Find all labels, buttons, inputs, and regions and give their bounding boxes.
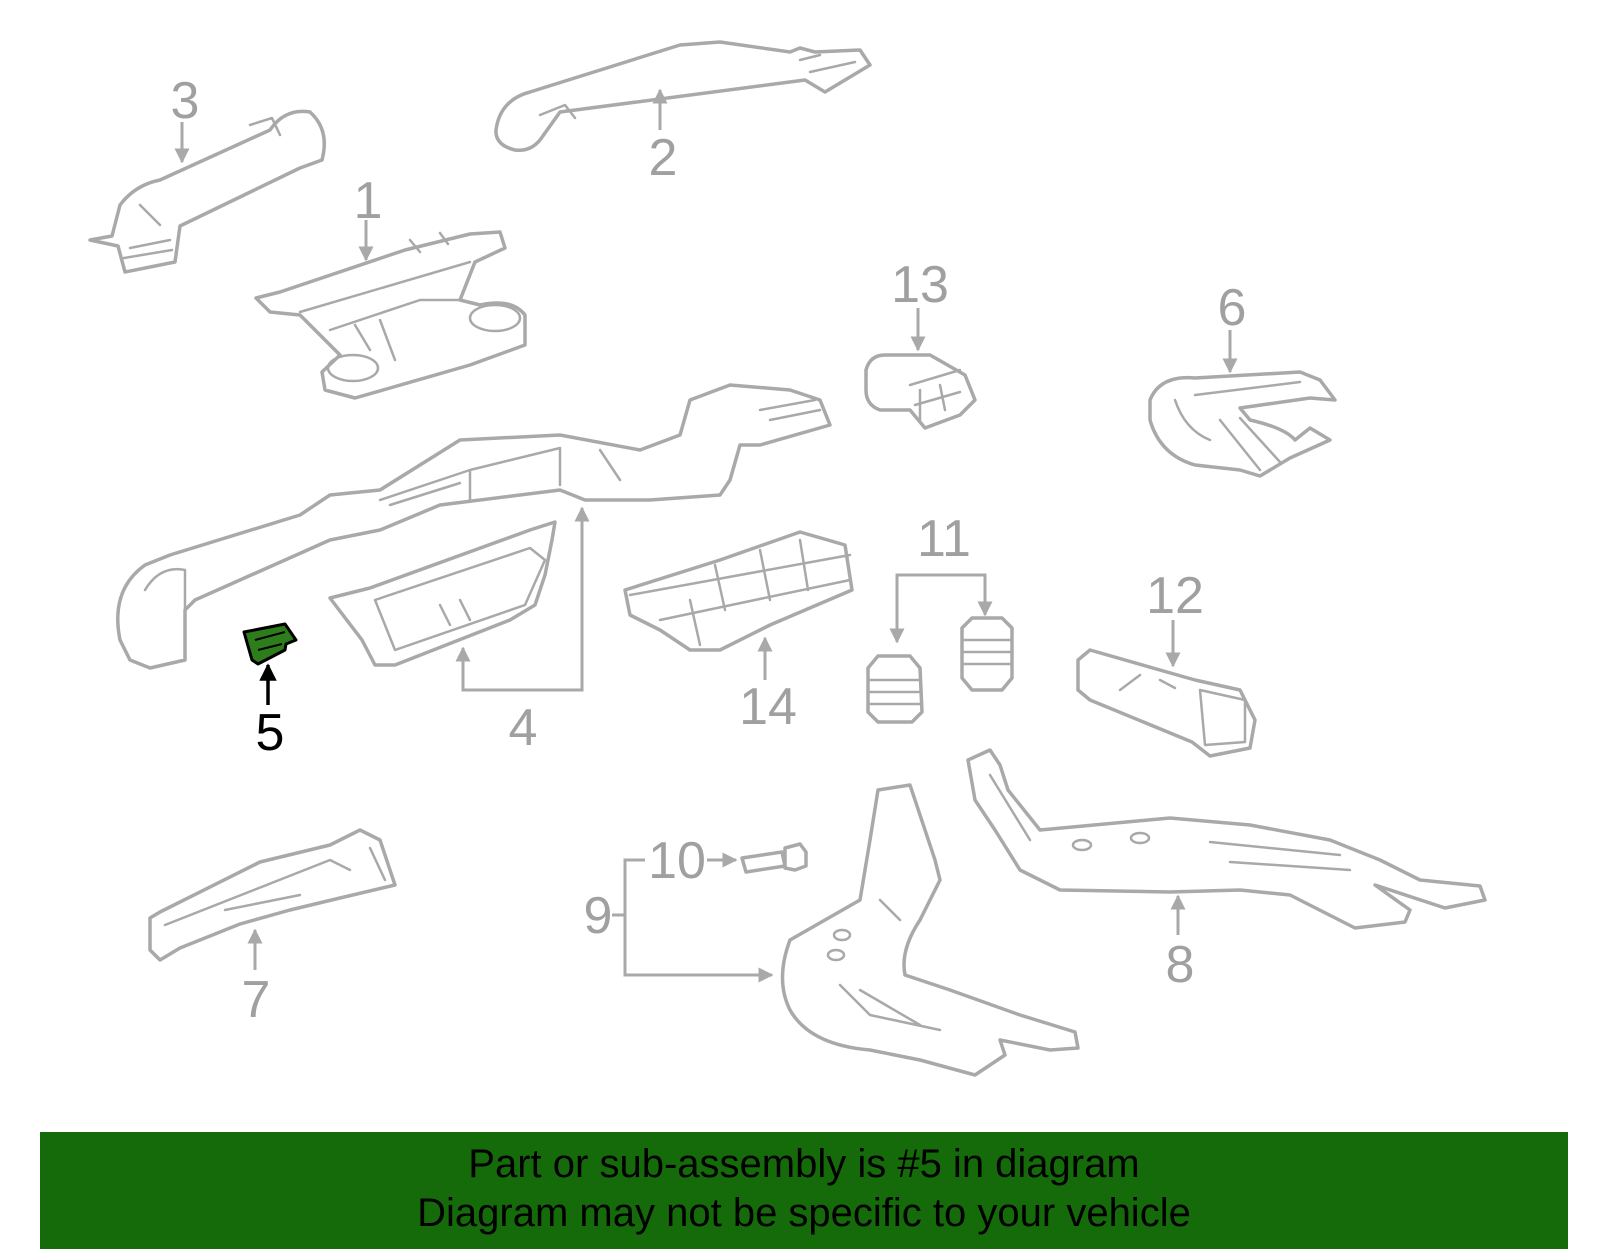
- part-11-bellows: [866, 616, 1014, 724]
- part-7-duct: [148, 828, 397, 962]
- callout-7: 7: [242, 971, 271, 1029]
- callout-1: 1: [354, 172, 383, 230]
- part-14-vent: [623, 530, 854, 652]
- callout-3: 3: [171, 72, 200, 130]
- callout-6: 6: [1218, 279, 1247, 337]
- part-1-vent-assembly: [254, 230, 527, 400]
- callout-5: 5: [256, 704, 285, 762]
- callout-9: 9: [584, 887, 613, 945]
- callout-4: 4: [509, 699, 538, 757]
- part-9-duct: [780, 783, 1080, 1077]
- part-13-vent: [864, 353, 977, 430]
- part-10-bolt: [740, 842, 808, 874]
- leader-lines: [174, 88, 1238, 983]
- part-5-highlighted[interactable]: [242, 622, 298, 666]
- part-8-duct: [966, 748, 1487, 930]
- callout-10: 10: [648, 832, 706, 890]
- callout-13: 13: [891, 256, 949, 314]
- banner-line-1: Part or sub-assembly is #5 in diagram: [468, 1142, 1140, 1186]
- part-4-main-duct: [116, 383, 832, 670]
- part-3-duct: [88, 109, 326, 274]
- callout-labels: 3 2 1 13 6 11 12 14 4 5 10 9 8 7: [171, 72, 1247, 1029]
- callout-8: 8: [1166, 936, 1195, 994]
- part-6-duct: [1148, 370, 1337, 478]
- callout-11: 11: [917, 510, 971, 568]
- callout-14: 14: [739, 678, 797, 736]
- part-2-duct: [494, 40, 872, 153]
- info-banner: Part or sub-assembly is #5 in diagram Di…: [40, 1132, 1568, 1249]
- callout-12: 12: [1146, 567, 1204, 625]
- banner-line-2: Diagram may not be specific to your vehi…: [417, 1191, 1191, 1235]
- callout-2: 2: [649, 129, 678, 187]
- part-12-duct: [1076, 648, 1257, 758]
